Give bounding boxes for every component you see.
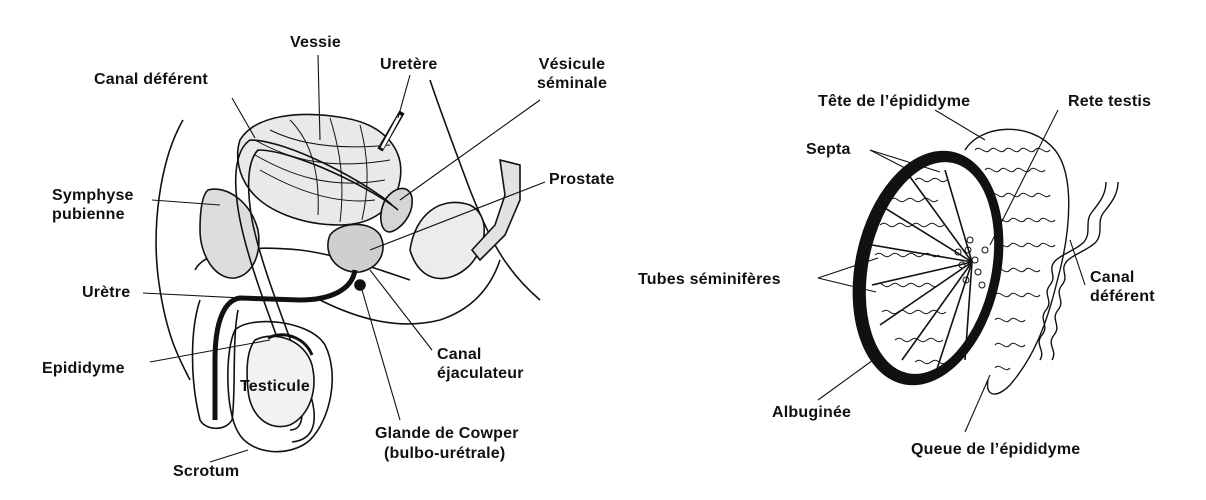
label-queue-epididyme: Queue de l’épididyme [911,441,1081,458]
leader-queue [964,374,991,433]
right-vas-deferens [1038,181,1107,361]
label-canal-deferent-left: Canal déférent [94,71,208,88]
leader-canal-deferent-right [1069,239,1086,286]
label-prostate: Prostate [549,171,615,188]
seminal-vesicle-shape [380,187,413,233]
label-uretre: Urètre [82,284,131,301]
penis-outline [191,299,239,430]
label-tete-epididyme: Tête de l’épididyme [818,93,971,110]
leader-prostate [369,181,546,251]
label-glande-de-cowper: Glande de Cowper [375,425,519,442]
label-vessie: Vessie [290,34,342,51]
leader-vesicule [399,99,541,201]
body-outline [155,119,191,381]
label-rete-testis: Rete testis [1068,93,1152,110]
leader-vessie [317,54,321,141]
leader-tubes-1 [817,257,879,279]
epididymis-shape [267,333,314,356]
back-outline [429,79,541,301]
testis-shape [246,335,315,428]
leader-uretere [397,74,411,119]
label-albuginee: Albuginée [772,404,852,421]
sacrum-shape [470,158,521,262]
leader-canal-ejaculateur [369,269,433,351]
label-canal-deferent-right: Canal déférent [1090,269,1155,305]
leader-albuginee [817,354,881,401]
leader-septa-1 [869,149,906,169]
label-tubes-seminiferes: Tubes séminifères [638,271,781,288]
leader-uretre [142,292,281,301]
label-canal-ejaculateur: Canal éjaculateur [437,346,524,382]
label-scrotum: Scrotum [173,463,240,480]
rectum-shape [409,201,485,280]
right-vas-deferens-2 [1050,181,1119,361]
right-leader-lines [817,109,1086,433]
testis-inner [864,161,996,375]
ureter-inner [380,114,402,149]
label-epididyme-left: Epididyme [42,360,125,377]
symphyse-shape [199,188,260,279]
cowper-gland-dot [354,279,366,291]
rete-testis-network [954,236,989,289]
label-glande-de-cowper-sub: (bulbo-urétrale) [384,445,506,462]
left-leader-lines [142,54,546,463]
leader-symphyse [151,199,221,206]
label-uretere: Uretère [380,56,438,73]
leader-epididyme [149,339,271,363]
vas-deferens-line-2 [247,149,399,443]
label-vesicule-seminale: Vésicule séminale [536,56,608,92]
leader-cowper [361,289,401,421]
label-testicule: Testicule [240,378,310,395]
epididymis-coil-pattern [974,147,1056,371]
bladder-shape [236,113,402,226]
leader-scrotum [209,449,249,463]
pelvic-floor [319,259,501,325]
seminiferous-tubules [874,177,948,365]
scrotum-outline [227,320,333,453]
leader-tubes-2 [817,277,877,293]
leader-tete [934,109,986,141]
leader-rete [989,109,1059,246]
leader-canal-deferent [231,97,256,139]
label-symphyse-pubienne: Symphyse pubienne [52,187,134,223]
prostate-shape [327,223,384,273]
epididymis-coil-outline [964,128,1070,395]
leader-septa-2 [869,149,941,173]
label-septa: Septa [806,141,851,158]
